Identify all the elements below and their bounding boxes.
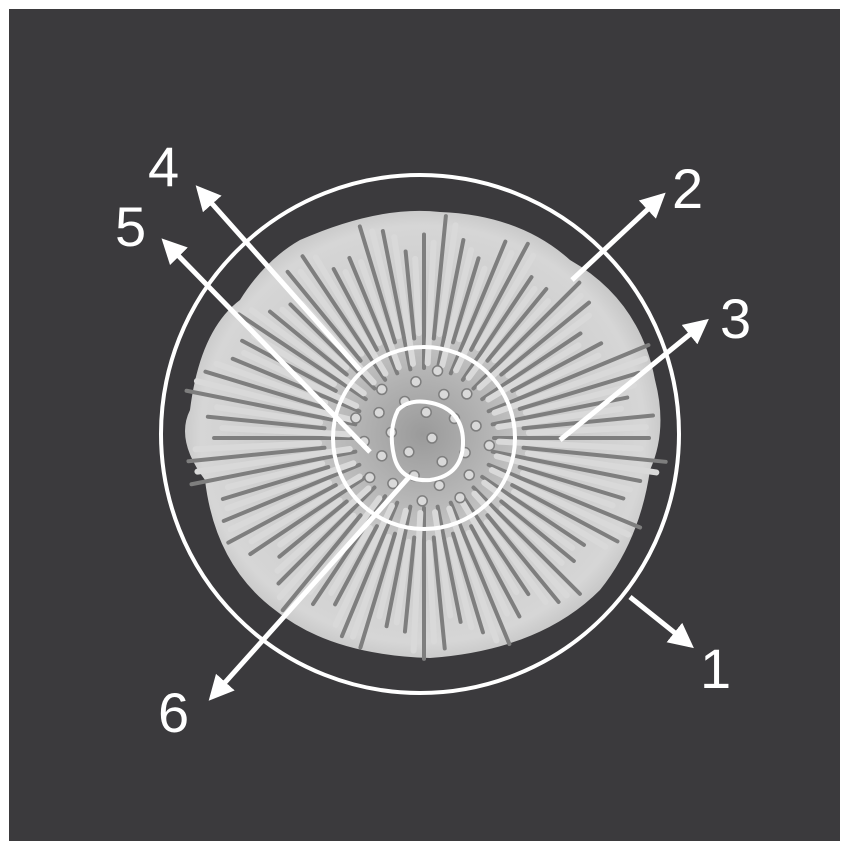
- columella-knob: [388, 479, 398, 489]
- columella-knob: [421, 407, 431, 417]
- columella-knob: [365, 472, 375, 482]
- columella-knob: [437, 457, 447, 467]
- label-3: 3: [720, 287, 751, 350]
- coral-specimen: [185, 211, 666, 659]
- columella-knob: [464, 470, 474, 480]
- columella-knob: [377, 384, 387, 394]
- columella-knob: [462, 389, 472, 399]
- columella-knob: [417, 496, 427, 506]
- septum-ridge: [415, 259, 419, 333]
- label-6: 6: [158, 681, 189, 744]
- columella-knob: [351, 413, 361, 423]
- columella-knob: [377, 451, 387, 461]
- columella-knob: [484, 440, 494, 450]
- columella-knob: [404, 447, 414, 457]
- label-1: 1: [700, 637, 731, 700]
- label-5: 5: [115, 195, 146, 258]
- label-2: 2: [672, 157, 703, 220]
- columella-knob: [439, 389, 449, 399]
- columella-knob: [434, 480, 444, 490]
- columella-knob: [433, 366, 443, 376]
- columella-knob: [471, 421, 481, 431]
- columella-knob: [374, 408, 384, 418]
- columella-knob: [411, 377, 421, 387]
- label-4: 4: [148, 135, 179, 198]
- columella-knob: [427, 433, 437, 443]
- columella-knob: [455, 493, 465, 503]
